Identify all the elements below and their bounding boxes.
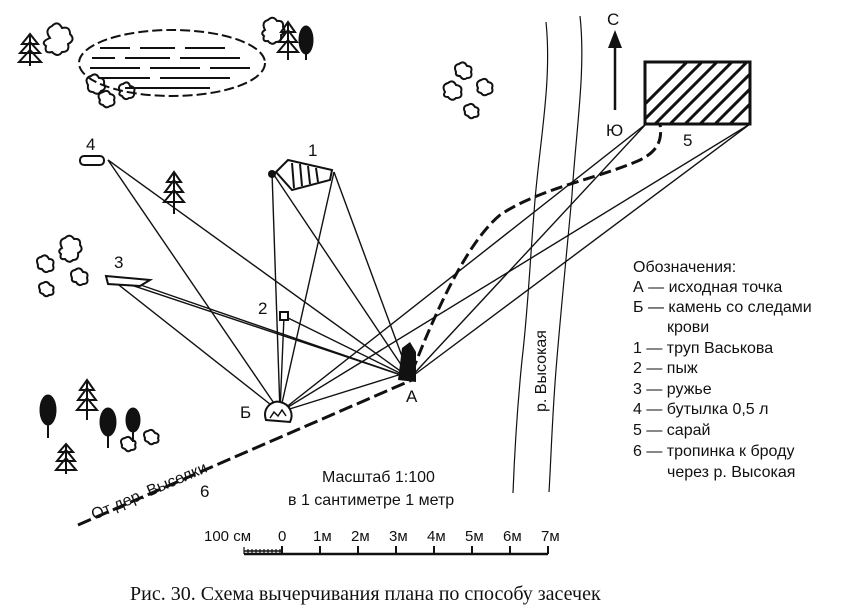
scale-tick: 4м [427, 528, 446, 545]
point-A-origin: А [398, 342, 418, 406]
deciduous-tree-icon [39, 394, 57, 438]
conifer-icon [53, 442, 79, 474]
figure-caption: Рис. 30. Схема вычерчивания плана по спо… [130, 583, 601, 605]
shed: 5 [643, 60, 752, 150]
point-2-wad: 2 [258, 299, 289, 321]
legend-title: Обозначения: [633, 259, 736, 276]
point-1-label: 1 [308, 141, 317, 160]
legend-item: 2 — пыж [633, 360, 698, 377]
scale-tick: 2м [351, 528, 370, 545]
bush-icon [85, 73, 106, 95]
compass: С Ю [606, 10, 623, 140]
legend-item: Б — камень со следами [633, 299, 812, 316]
point-B-stone: Б [240, 400, 293, 424]
scale-tick: 100 см [204, 528, 251, 545]
scale-tick: 3м [389, 528, 408, 545]
point-4-bottle: 4 [79, 135, 105, 166]
scale-bar [243, 546, 549, 556]
point-6-label: 6 [200, 482, 209, 501]
bush-icon [463, 102, 480, 120]
bush-icon [261, 16, 286, 45]
path-6: От дер. Выселки 6 [77, 123, 663, 527]
deciduous-tree-icon [99, 407, 117, 448]
road-label: От дер. Выселки [89, 460, 210, 524]
scale-tick: 6м [503, 528, 522, 545]
bush-icon [476, 77, 494, 97]
legend-item: А — исходная точка [633, 279, 782, 296]
scale: Масштаб 1:100 в 1 сантиметре 1 метр 100 … [204, 469, 560, 556]
scale-tick: 1м [313, 528, 332, 545]
scale-subtitle: в 1 сантиметре 1 метр [288, 492, 454, 509]
point-3-label: 3 [114, 253, 123, 272]
deciduous-tree-icon [298, 25, 314, 60]
point-3-gun: 3 [104, 253, 154, 288]
bushes [36, 16, 494, 453]
point-B-label: Б [240, 403, 251, 422]
point-A-label: А [406, 387, 418, 406]
legend-item: 4 — бутылка 0,5 л [633, 401, 768, 418]
scale-tick: 5м [465, 528, 484, 545]
bush-icon [442, 80, 463, 101]
sight-rays [107, 123, 751, 413]
scale-title: Масштаб 1:100 [322, 469, 435, 486]
conifer-icon [275, 20, 301, 60]
legend-item: крови [667, 319, 709, 336]
river: р. Высокая [512, 15, 583, 494]
river-label: р. Высокая [533, 330, 550, 412]
bush-icon [70, 267, 89, 287]
scale-tick: 0 [278, 528, 286, 545]
point-1-body: 1 [268, 141, 334, 192]
bush-icon [58, 234, 83, 263]
legend: Обозначения: А — исходная точка Б — каме… [633, 259, 812, 481]
legend-item: 3 — ружье [633, 381, 712, 398]
bush-icon [118, 81, 136, 101]
bush-icon [42, 22, 74, 56]
bush-icon [97, 89, 116, 109]
bush-icon [454, 61, 473, 81]
bush-icon [143, 428, 160, 446]
bush-icon [38, 280, 55, 298]
bush-icon [120, 435, 137, 453]
point-4-label: 4 [86, 135, 95, 154]
trees [16, 20, 314, 474]
legend-item: 6 — тропинка к броду [633, 443, 794, 460]
compass-south: Ю [606, 121, 623, 140]
legend-item: через р. Высокая [667, 464, 795, 481]
legend-item: 5 — сарай [633, 422, 710, 439]
conifer-icon [74, 378, 100, 420]
scale-tick: 7м [541, 528, 560, 545]
north-arrow-icon [608, 30, 622, 48]
compass-north: С [607, 10, 619, 29]
bush-icon [36, 254, 55, 274]
point-5-label: 5 [683, 131, 692, 150]
conifer-icon [16, 32, 44, 66]
pond [78, 29, 266, 97]
point-2-label: 2 [258, 299, 267, 318]
legend-item: 1 — труп Васькова [633, 340, 773, 357]
